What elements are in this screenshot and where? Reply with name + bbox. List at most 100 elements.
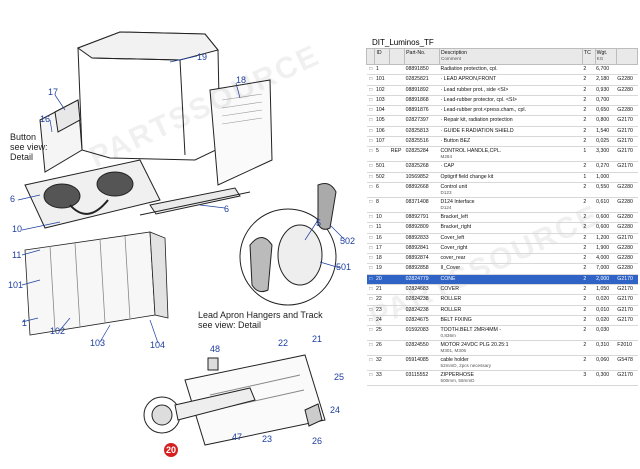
col-wgt-label: Wgt. [596,50,608,56]
cell-rep [389,105,405,117]
description-comment: M284 [440,154,453,160]
cell-rep [389,340,405,357]
cell-tc: 2 [582,212,596,224]
cell-rep [389,325,405,342]
row-checkbox[interactable]: □ [366,284,375,296]
callout-103: 103 [90,338,105,348]
callout-104: 104 [150,340,165,350]
cell-extra: G2280 [616,182,638,198]
row-checkbox[interactable]: □ [366,274,375,286]
row-checkbox[interactable]: □ [366,253,375,265]
row-checkbox[interactable]: □ [366,161,375,173]
cell-extra: G2280 [616,85,638,96]
row-checkbox[interactable]: □ [366,370,375,387]
row-checkbox[interactable]: □ [366,85,375,96]
row-checkbox[interactable]: □ [366,115,375,127]
cell-rep [389,222,405,234]
description-text: Bracket_left [440,213,468,220]
cell-id: 501 [374,161,390,173]
row-checkbox[interactable]: □ [366,315,375,327]
cell-tc: 2 [582,274,596,286]
row-checkbox[interactable]: □ [366,233,375,244]
cell-id: 102 [374,85,390,96]
cell-id: 11 [374,222,390,234]
row-checkbox[interactable]: □ [366,126,375,138]
cell-rep [389,315,405,327]
row-checkbox[interactable]: □ [366,212,375,224]
cell-rep [389,274,405,286]
row-checkbox[interactable]: □ [366,197,375,213]
row-checkbox[interactable]: □ [366,263,375,275]
note-button-line1: Button [10,132,36,142]
row-checkbox[interactable]: □ [366,172,375,183]
row-checkbox[interactable]: □ [366,294,375,306]
cell-id: 22 [374,294,390,306]
row-checkbox[interactable]: □ [366,74,375,86]
callout-20[interactable]: 20 [166,445,176,455]
cell-rep [389,64,405,76]
callout-20-badge[interactable] [164,443,178,457]
row-checkbox[interactable]: □ [366,325,375,342]
row-checkbox[interactable]: □ [366,243,375,255]
cell-description: · Lead rubber prot., side <SI> [439,85,583,96]
row-checkbox[interactable]: □ [366,355,375,372]
row-checkbox[interactable]: □ [366,95,375,107]
row-checkbox[interactable]: □ [366,64,375,76]
row-checkbox[interactable]: □ [366,340,375,357]
cell-tc: 2 [582,294,596,306]
cell-extra: G2170 [616,115,638,127]
track-rails-shape [139,187,251,216]
cell-tc: 2 [582,64,596,76]
cell-weight: 3,300 [595,146,617,163]
row-checkbox[interactable]: □ [366,222,375,234]
col-tc[interactable]: TC [581,48,596,65]
cell-extra: G2170 [616,146,638,163]
control-panel-shape [24,159,161,229]
row-checkbox[interactable]: □ [366,182,375,198]
col-part-no[interactable]: Part-No. [404,48,441,65]
col-id[interactable]: ID [374,48,391,65]
row-checkbox[interactable]: □ [366,136,375,148]
row-checkbox[interactable]: □ [366,146,375,163]
cell-description: · Lead-rubber prot.<press.cham., cpl. [439,105,583,117]
row-checkbox[interactable]: □ [366,305,375,316]
col-wgt[interactable]: Wgt.KG [594,48,617,65]
cell-rep [389,197,405,213]
callout-102: 102 [50,326,65,336]
row-checkbox[interactable]: □ [366,105,375,117]
cell-id: 32 [374,355,390,372]
cell-extra [616,95,638,107]
cell-rep [389,294,405,306]
